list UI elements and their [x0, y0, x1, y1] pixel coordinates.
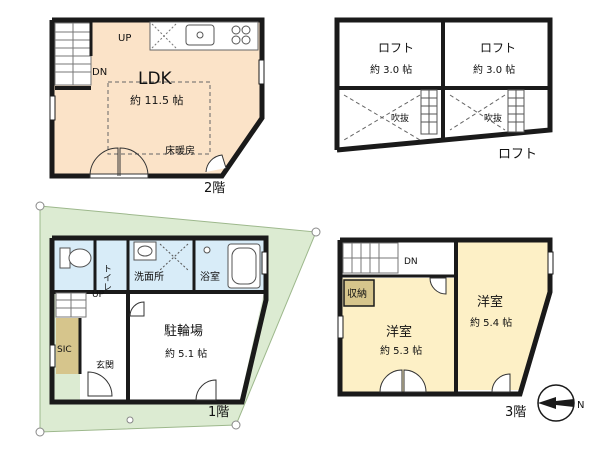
loft-label: ロフト: [498, 147, 537, 162]
toilet-fixture: [59, 247, 92, 269]
sic-label: SIC: [57, 345, 72, 355]
room-left-area: 約 5.3 帖: [380, 344, 422, 357]
stair-3f: [342, 242, 399, 274]
stair-2f: [54, 22, 92, 86]
parking-area: 約 5.1 帖: [165, 347, 207, 360]
stair-dn-3f-label: DN: [404, 257, 418, 267]
toilet-label: トイレ: [101, 264, 112, 291]
void-left-label: 吹抜: [391, 112, 409, 124]
loft-ladder-right: [507, 89, 525, 133]
room-right-area: 約 5.4 帖: [470, 316, 512, 329]
closet-door-left: [379, 369, 403, 393]
room-left-door: [429, 277, 447, 295]
floor-heating-label: 床暖房: [165, 144, 195, 157]
sic-area: [56, 318, 80, 374]
closet-door-right: [403, 369, 427, 393]
parking-door: [195, 379, 217, 401]
parking-name: 駐輪場: [164, 323, 203, 339]
loft-left-name: ロフト: [378, 41, 414, 55]
room-right-name: 洋室: [477, 294, 503, 310]
entrance-door: [87, 371, 113, 397]
compass-icon: N: [537, 384, 584, 422]
room-right-door: [491, 373, 511, 393]
storage-area: [343, 279, 375, 307]
washroom-label: 洗面所: [134, 271, 164, 283]
floor-3-plan: DN 収納 洋室 約 5.3 帖 洋室 約 5.4 帖 3階: [337, 237, 554, 420]
stair-up-1f-label: UP: [92, 290, 105, 300]
floor-2-label: 2階: [204, 181, 225, 196]
floor-3-label: 3階: [505, 405, 526, 420]
floor-1-plan: トイレ 洗面所 浴室 UP SIC 玄関 駐輪場 約 5.1 帖 1階: [35, 201, 321, 437]
door-1f-inner: [129, 301, 145, 317]
balcony-doors-2f: [89, 147, 149, 179]
bath-label: 浴室: [200, 270, 220, 283]
loft-left-area: 約 3.0 帖: [370, 63, 412, 76]
room-left-name: 洋室: [386, 324, 412, 340]
wash-basin: [133, 241, 189, 271]
ldk-area: 約 11.5 帖: [130, 93, 184, 107]
loft-plan: ロフト 約 3.0 帖 ロフト 約 3.0 帖 吹抜 吹抜 ロフト: [334, 17, 553, 162]
stair-up-label: UP: [118, 33, 131, 44]
ldk-name: LDK: [138, 69, 173, 89]
loft-ladder-left: [420, 89, 438, 135]
compass-north-label: N: [577, 400, 584, 411]
stair-dn-label: DN: [92, 67, 107, 78]
entrance-label: 玄関: [96, 359, 114, 371]
loft-right-name: ロフト: [480, 41, 516, 55]
storage-label: 収納: [347, 287, 367, 300]
floor-heating-area: [107, 81, 211, 155]
kitchen-counter: [149, 21, 259, 51]
bathtub: [203, 243, 261, 289]
loft-right-area: 約 3.0 帖: [473, 63, 515, 76]
floor-2-plan: UP DN LDK 約 11.5 帖 床暖房 2階: [49, 17, 265, 196]
floor-1-label: 1階: [208, 405, 229, 420]
door-2f-side: [205, 154, 227, 173]
stair-1f: [55, 292, 87, 318]
void-right-label: 吹抜: [484, 112, 502, 124]
